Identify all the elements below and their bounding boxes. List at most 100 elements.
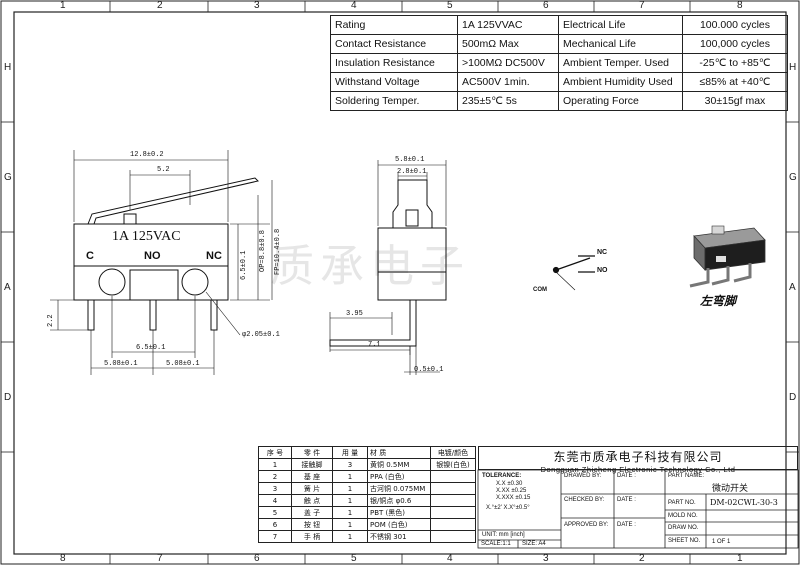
schematic-nc: NC (597, 249, 608, 256)
scale-label: SCALE:1:1 (481, 541, 511, 547)
spec-label: Insulation Resistance (330, 53, 458, 73)
zone-top-8: 8 (737, 0, 743, 11)
dim-side-05: 0.5±0.1 (414, 366, 444, 374)
zone-left-f: A (4, 282, 11, 293)
zone-right-e: D (789, 392, 797, 403)
spec-label: Electrical Life (558, 15, 683, 35)
side-body (377, 227, 447, 301)
draw-no-label: DRAW NO. (668, 525, 699, 531)
size-label: SIZE: A4 (522, 541, 546, 547)
zone-left-g: G (4, 172, 12, 183)
drawed-date-label: DATE : (617, 473, 636, 479)
spec-row: Withstand Voltage AC500V 1min. Ambient H… (330, 72, 788, 92)
mold-no-label: MOLD NO. (668, 513, 698, 519)
spec-label: Soldering Temper. (330, 91, 458, 111)
mount-hole-right (181, 268, 209, 296)
dim-actuator-width: 2.8±0.1 (397, 168, 427, 176)
company-header: 东莞市质承电子科技有限公司 Dongguan Zhicheng Electron… (478, 446, 798, 474)
dim-hole-spacing: 6.5±0.1 (136, 344, 166, 352)
zone-top-4: 4 (351, 0, 357, 11)
terminal-c-label: C (86, 250, 94, 262)
part-name-label: PART NAME: (668, 473, 705, 479)
terminal-no-label: NO (144, 250, 161, 262)
tolerance-angle: X.°±2' X.X°±0.5° (486, 505, 530, 511)
spec-label: Ambient Humidity Used (558, 72, 683, 92)
zone-bottom-4: 4 (447, 553, 453, 564)
spec-table: Rating 1A 125VVAC Electrical Life 100.00… (330, 15, 788, 111)
spec-label: Withstand Voltage (330, 72, 458, 92)
approved-date-label: DATE : (617, 522, 636, 528)
watermark: 质承电子 (270, 241, 470, 292)
zone-bottom-3: 3 (543, 553, 549, 564)
approved-by-label: APPROVED BY: (564, 522, 609, 528)
zone-bottom-7: 7 (157, 553, 163, 564)
bom-cell (430, 530, 476, 543)
company-name-en: Dongguan Zhicheng Electronic Technology … (540, 465, 736, 474)
iso-label: 左弯脚 (700, 294, 737, 308)
zone-bottom-6: 6 (254, 553, 260, 564)
spec-row: Soldering Temper. 235±5℃ 5s Operating Fo… (330, 91, 788, 111)
zone-top-1: 1 (60, 0, 66, 11)
spec-value: 30±15gf max (682, 91, 788, 111)
spec-value: AC500V 1min. (457, 72, 559, 92)
tolerance-2: X.XX ±0.25 (496, 488, 527, 494)
dim-total-width: 12.8±0.2 (130, 151, 164, 159)
mount-hole-left (98, 268, 126, 296)
terminal-nc-label: NC (206, 250, 222, 262)
rating-label: 1A 125VAC (112, 229, 181, 244)
bom-header-row: 序 号 零 件 用 量 材 质 电镀/颜色 (258, 446, 476, 459)
schematic-com: COM (533, 287, 547, 293)
lever (87, 177, 259, 225)
spec-row: Insulation Resistance >100MΩ DC500V Ambi… (330, 53, 788, 73)
dim-side-width: 5.8±0.1 (395, 156, 425, 164)
zone-top-3: 3 (254, 0, 260, 11)
zone-left-h: H (4, 62, 12, 73)
drawed-by-label: DRAWED BY: (564, 473, 602, 479)
unit-label: UNIT: mm [inch] (482, 532, 525, 538)
tolerance-label: TOLERANCE: (482, 473, 522, 479)
spec-value: 500mΩ Max (457, 34, 559, 54)
zone-right-g: G (789, 172, 797, 183)
side-terminal (329, 300, 417, 347)
company-name-cn: 东莞市质承电子科技有限公司 (553, 450, 723, 464)
dim-side-395: 3.95 (346, 310, 363, 318)
zone-bottom-1: 1 (737, 553, 743, 564)
dim-pitch-right: 5.08±0.1 (166, 360, 200, 368)
zone-right-f: A (789, 282, 796, 293)
spec-value: 235±5℃ 5s (457, 91, 559, 111)
checked-by-label: CHECKED BY: (564, 497, 605, 503)
sheet-no-label: SHEET NO. (668, 538, 701, 544)
zone-top-7: 7 (639, 0, 645, 11)
tolerance-1: X.X ±0.30 (496, 481, 523, 487)
zone-top-6: 6 (543, 0, 549, 11)
dim-side-71: 7.1 (368, 341, 381, 349)
spec-value: ≤85% at +40℃ (682, 72, 788, 92)
zone-bottom-2: 2 (639, 553, 645, 564)
spec-row: Contact Resistance 500mΩ Max Mechanical … (330, 34, 788, 54)
spec-row: Rating 1A 125VVAC Electrical Life 100.00… (330, 15, 788, 35)
dim-hole-diameter: φ2.05±0.1 (242, 331, 280, 339)
sheet-value: 1 OF 1 (712, 539, 731, 545)
dim-lever-offset: 5.2 (157, 166, 170, 174)
spec-label: Ambient Temper. Used (558, 53, 683, 73)
zone-top-5: 5 (447, 0, 453, 11)
part-no-label: PART NO. (668, 500, 696, 506)
zone-left-e: D (4, 392, 12, 403)
tolerance-3: X.XXX ±0.15 (496, 495, 531, 501)
zone-top-2: 2 (157, 0, 163, 11)
bom-cell: 1 (332, 530, 368, 543)
part-name-value: 微动开关 (712, 484, 749, 494)
zone-bottom-5: 5 (351, 553, 357, 564)
part-no-value: DM-02CWL-30-3 (710, 498, 778, 507)
